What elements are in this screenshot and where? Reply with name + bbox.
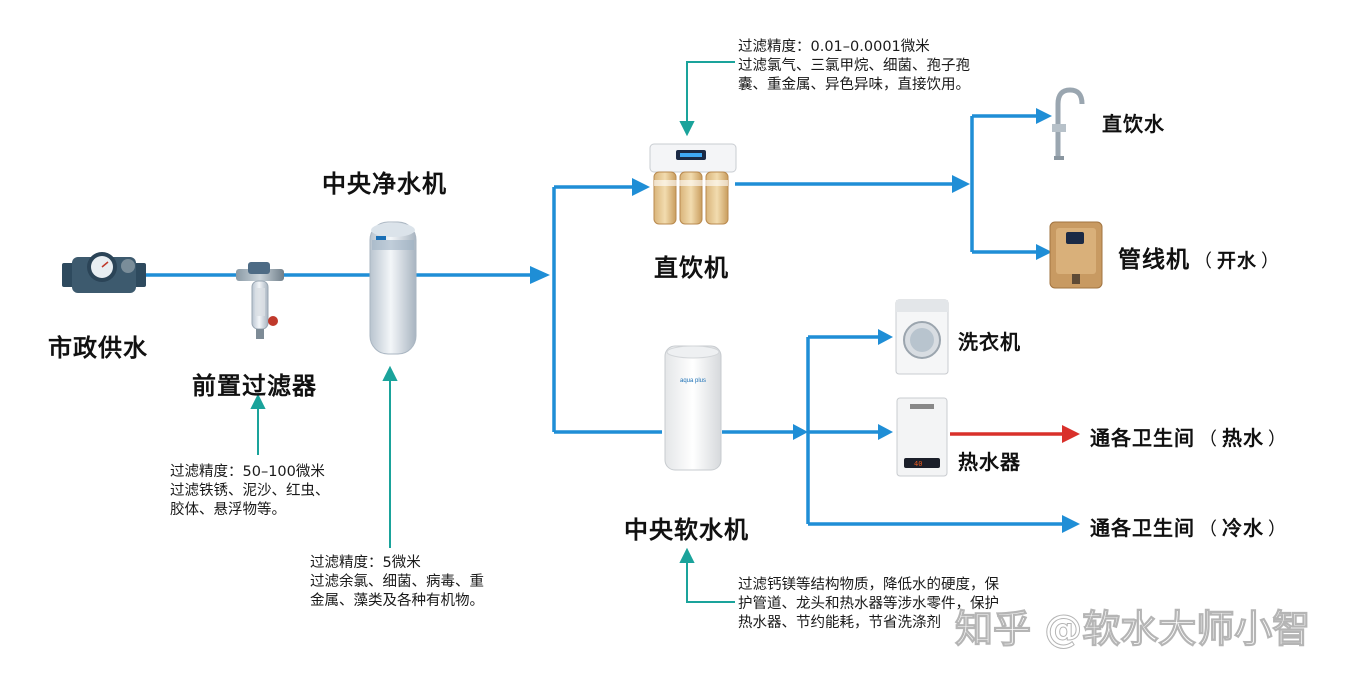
label-faucet: 直饮水 [1102,112,1165,136]
paren-close: ） [1268,429,1287,450]
note-arrows [250,61,735,603]
label-bath-hot-main: 通各卫生间 [1090,426,1195,450]
note-line: 过滤精度：5微米 [310,555,421,571]
paren-open: （ [1199,429,1218,450]
label-bath-cold-sub: 冷水 [1222,516,1264,540]
prefilter-icon [236,262,284,339]
note-line: 金属、藻类及各种有机物。 [310,593,484,609]
label-pipeline: 管线机（开水） [1118,240,1284,274]
note-line: 过滤精度：50–100微米 [170,464,325,480]
note-line: 护管道、龙头和热水器等涉水零件，保护 [738,596,999,612]
label-washer: 洗衣机 [958,330,1021,354]
arrow-softener-out [793,424,808,440]
arrow-faucet [1036,108,1052,124]
arrow-heater [878,424,893,440]
arrow-main [530,266,550,284]
note-softener: 过滤钙镁等结构物质，降低水的硬度，保 护管道、龙头和热水器等涉水零件，保护 热水… [738,576,999,633]
water-heater-icon: 40 [896,397,948,477]
paren-close: ） [1261,251,1281,272]
label-prefilter: 前置过滤器 [192,372,317,400]
arrow-washer [878,329,893,345]
note-direct-drink: 过滤精度：0.01–0.0001微米 过滤氯气、三氯甲烷、细菌、孢子孢 囊、重金… [738,38,970,95]
note-line: 胶体、悬浮物等。 [170,502,286,518]
arrowheads [530,108,1080,533]
note-prefilter: 过滤精度：50–100微米 过滤铁锈、泥沙、红虫、 胶体、悬浮物等。 [170,463,330,520]
faucet-icon [1052,87,1085,160]
label-bath-hot: 通各卫生间（热水） [1090,422,1291,451]
pipeline-machine-icon [1049,221,1103,289]
watermark: 知乎 @软水大师小智 [954,607,1311,652]
note-line: 过滤铁锈、泥沙、红虫、 [170,483,330,499]
label-heater: 热水器 [958,450,1021,474]
central-purifier-icon [369,221,417,355]
direct-drink-machine-icon [649,143,737,225]
note-line: 过滤余氯、细菌、病毒、重 [310,574,484,590]
arrow-cold [1062,515,1080,533]
note-line: 过滤氯气、三氯甲烷、细菌、孢子孢 [738,58,970,74]
label-central-purifier: 中央净水机 [322,170,447,198]
arrow-hot [1062,425,1080,443]
arrow-direct-drink [632,178,650,196]
label-central-softener: 中央软水机 [624,516,749,544]
central-softener-icon: aqua plus [664,345,722,471]
label-bath-cold-main: 通各卫生间 [1090,516,1195,540]
label-bath-hot-sub: 热水 [1222,426,1264,450]
arrow-direct-out [952,175,970,193]
paren-close: ） [1268,519,1287,540]
note-purifier: 过滤精度：5微米 过滤余氯、细菌、病毒、重 金属、藻类及各种有机物。 [310,554,484,611]
note-line: 过滤钙镁等结构物质，降低水的硬度，保 [738,577,999,593]
label-direct-drink: 直饮机 [654,254,729,282]
label-pipeline-sub: 开水 [1217,250,1258,272]
note-line: 囊、重金属、异色异味，直接饮用。 [738,77,970,93]
pipes [145,114,1064,526]
paren-open: （ [1199,519,1218,540]
label-bath-cold: 通各卫生间（冷水） [1090,512,1291,541]
label-pipeline-main: 管线机 [1118,247,1190,273]
paren-open: （ [1194,251,1213,272]
label-municipal: 市政供水 [48,334,148,362]
water-meter-icon [62,252,146,293]
arrow-pipeline [1036,244,1052,260]
heater-display-text: 40 [914,460,922,468]
note-line: 过滤精度：0.01–0.0001微米 [738,39,930,55]
washing-machine-icon [895,299,949,375]
note-line: 热水器、节约能耗，节省洗涤剂 [738,615,941,631]
softener-brand-text: aqua plus [680,378,706,384]
